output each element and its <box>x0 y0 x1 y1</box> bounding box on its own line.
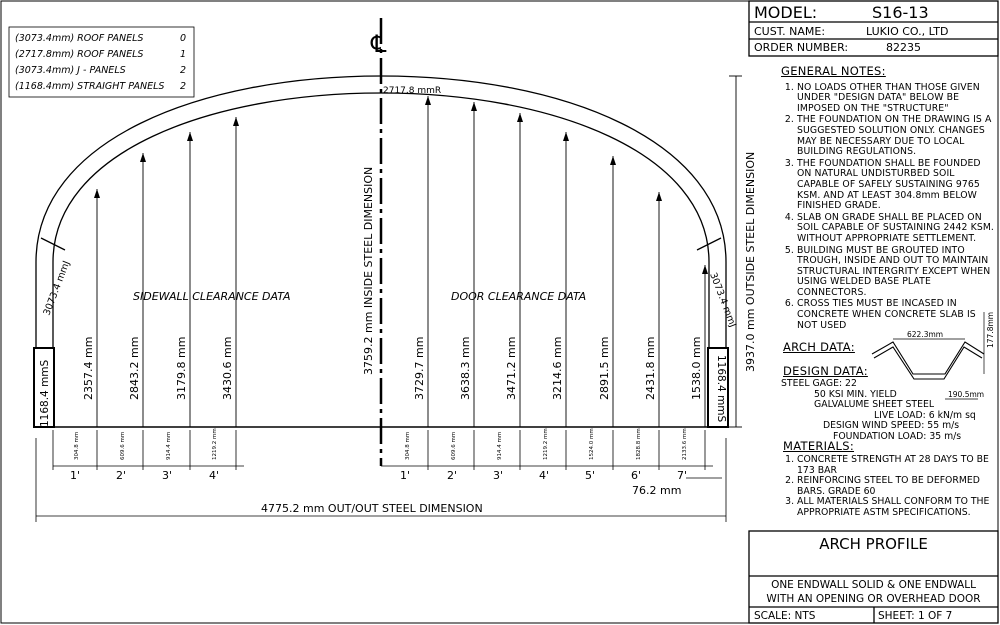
materials-title: MATERIALS: <box>783 439 855 453</box>
sidewall-foot-label: 2' <box>116 469 126 482</box>
legend-item-count: 2 <box>180 65 186 76</box>
sidewall-foot-label: 4' <box>209 469 219 482</box>
right-jpanel-label: 3073.4 mmJ <box>707 271 738 329</box>
door-foot-label: 1' <box>400 469 410 482</box>
door-height-label: 2431.8 mm <box>644 337 657 400</box>
design-line: 50 KSI MIN. YIELD <box>814 388 897 400</box>
door-foot-label: 3' <box>493 469 503 482</box>
sidewall-offset-label: 914.4 mm <box>166 432 172 460</box>
door-offset-label: 1524.0 mm <box>589 428 595 460</box>
door-height-label: 2891.5 mm <box>598 337 611 400</box>
materials-list: CONCRETE STRENGTH AT 28 DAYS TO BE 173 B… <box>781 454 996 519</box>
design-line: LIVE LOAD: 6 kN/m sq <box>874 409 976 421</box>
right-straight-label: 1168.4 mmS <box>715 355 727 423</box>
sidewall-offset-label: 1219.2 mm <box>212 428 218 460</box>
door-height-label: 3729.7 mm <box>413 337 426 400</box>
note-item: SLAB ON GRADE SHALL BE PLACED ON SOIL CA… <box>797 212 996 245</box>
centerline-symbol: ℄ <box>370 30 387 58</box>
door-foot-label: 7' <box>677 469 687 482</box>
sidewall-height-label: 3179.8 mm <box>175 337 188 400</box>
sidewall-offset-label: 609.6 mm <box>120 432 126 460</box>
outside-dimension-label: 3937.0 mm OUTSIDE STEEL DIMENSION <box>744 152 757 372</box>
general-notes: GENERAL NOTES: NO LOADS OTHER THAN THOSE… <box>781 64 996 332</box>
order-label: ORDER NUMBER: <box>754 41 849 54</box>
arch-width-label: 622.3mm <box>907 330 943 339</box>
design-data-title: DESIGN DATA: <box>783 364 868 378</box>
door-offset-label: 914.4 mm <box>497 432 503 460</box>
inside-dimension-label: 3759.2 mm INSIDE STEEL DIMENSION <box>362 167 375 375</box>
design-line: DESIGN WIND SPEED: 55 m/s <box>823 420 960 431</box>
radius-label: 2717.8 mmR <box>383 86 441 96</box>
door-height-label: 3214.6 mm <box>551 337 564 400</box>
legend-item-count: 0 <box>180 33 186 44</box>
door-foot-label: 5' <box>585 469 595 482</box>
sheet-label: SHEET: 1 OF 7 <box>878 610 953 622</box>
sidewall-offset-label: 304.8 mm <box>74 432 80 460</box>
base-offset-label: 76.2 mm <box>632 484 681 497</box>
legend-item-text: (2717.8mm) ROOF PANELS <box>15 49 143 60</box>
clearance-arrowheads <box>94 96 708 274</box>
legend-item-text: (3073.4mm) J - PANELS <box>15 65 126 76</box>
material-item: CONCRETE STRENGTH AT 28 DAYS TO BE 173 B… <box>797 454 996 476</box>
door-foot-label: 4' <box>539 469 549 482</box>
offset-dimension-chain <box>35 430 727 522</box>
note-item: THE FOUNDATION ON THE DRAWING IS A SUGGE… <box>797 115 996 157</box>
left-straight-label: 1168.4 mmS <box>39 359 51 427</box>
door-offset-label: 2133.6 mm <box>682 428 688 460</box>
arch-data-title: ARCH DATA: <box>783 340 855 354</box>
material-item: ALL MATERIALS SHALL CONFORM TO THE APPRO… <box>797 497 996 518</box>
design-line: GALVALUME SHEET STEEL <box>814 399 935 410</box>
sidewall-foot-label: 3' <box>162 469 172 482</box>
door-offset-label: 1219.2 mm <box>543 428 549 460</box>
legend-item-count: 1 <box>180 49 186 60</box>
drawing-description-line1: ONE ENDWALL SOLID & ONE ENDWALL <box>771 579 976 591</box>
panels-legend: (3073.4mm) ROOF PANELS 0 (2717.8mm) ROOF… <box>8 26 195 98</box>
note-item: THE FOUNDATION SHALL BE FOUNDED ON NATUR… <box>797 158 996 212</box>
sidewall-clearance-title: SIDEWALL CLEARANCE DATA <box>133 290 291 303</box>
order-value: 82235 <box>886 41 921 54</box>
scale-label: SCALE: NTS <box>754 610 816 622</box>
drawing-description-line2: WITH AN OPENING OR OVERHEAD DOOR <box>766 593 981 605</box>
door-offset-label: 609.6 mm <box>451 432 457 460</box>
design-line: STEEL GAGE: 22 <box>781 378 857 389</box>
arch-depth-label: 177.8mm <box>986 312 995 348</box>
left-jpanel-label: 3073.4 mmJ <box>42 259 73 317</box>
door-foot-label: 6' <box>631 469 641 482</box>
design-data-list: STEEL GAGE: 22 50 KSI MIN. YIELD GALVALU… <box>781 378 976 442</box>
arch-flange-label: 190.5mm <box>948 390 984 399</box>
general-notes-list: NO LOADS OTHER THAN THOSE GIVEN UNDER "D… <box>781 82 996 332</box>
door-offset-label: 1828.8 mm <box>636 428 642 460</box>
customer-label: CUST. NAME: <box>754 25 826 38</box>
door-height-label: 1538.0 mm <box>690 337 703 400</box>
door-clearance-title: DOOR CLEARANCE DATA <box>451 290 586 303</box>
out-out-dimension-label: 4775.2 mm OUT/OUT STEEL DIMENSION <box>261 502 483 515</box>
sidewall-height-label: 3430.6 mm <box>221 337 234 400</box>
clearance-lines <box>96 96 706 427</box>
arch-outline <box>33 75 729 428</box>
legend-item-text: (1168.4mm) STRAIGHT PANELS <box>15 81 164 92</box>
door-foot-label: 2' <box>447 469 457 482</box>
arch-section-sketch <box>871 312 985 400</box>
customer-value: LUKIO CO., LTD <box>866 25 949 38</box>
design-line: FOUNDATION LOAD: 35 m/s <box>833 430 962 442</box>
note-item: BUILDING MUST BE GROUTED INTO TROUGH, IN… <box>797 245 996 299</box>
model-label: MODEL: <box>754 3 818 22</box>
sidewall-height-label: 2357.4 mm <box>82 337 95 400</box>
door-height-label: 3638.3 mm <box>459 337 472 400</box>
legend-item-text: (3073.4mm) ROOF PANELS <box>15 33 143 44</box>
sidewall-foot-label: 1' <box>70 469 80 482</box>
note-item: CROSS TIES MUST BE INCASED IN CONCRETE W… <box>797 299 996 331</box>
drawing-heading: ARCH PROFILE <box>819 535 928 553</box>
model-value: S16-13 <box>872 3 929 22</box>
note-item: NO LOADS OTHER THAN THOSE GIVEN UNDER "D… <box>797 82 996 115</box>
legend-item-count: 2 <box>180 81 186 92</box>
door-offset-label: 304.8 mm <box>405 432 411 460</box>
outside-dimension-line <box>729 75 742 428</box>
sidewall-height-label: 2843.2 mm <box>128 337 141 400</box>
material-item: REINFORCING STEEL TO BE DEFORMED BARS. G… <box>797 475 996 497</box>
general-notes-title: GENERAL NOTES: <box>781 64 886 78</box>
door-height-label: 3471.2 mm <box>505 337 518 400</box>
